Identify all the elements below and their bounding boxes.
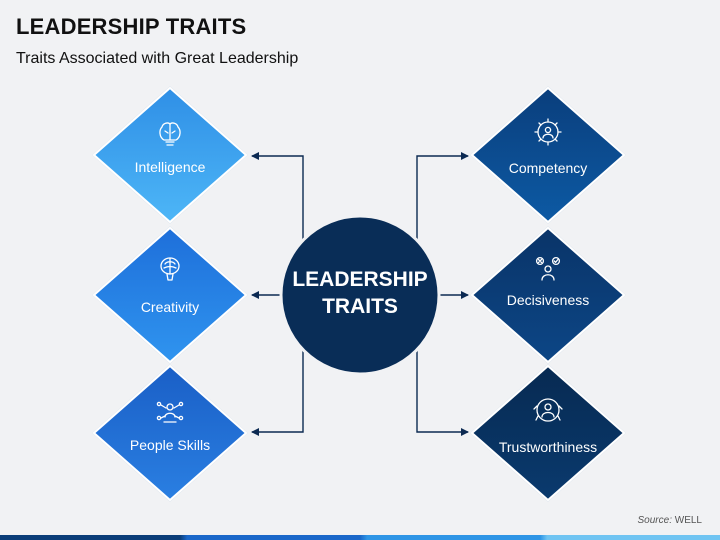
gear-person-icon	[534, 118, 562, 146]
page-subtitle: Traits Associated with Great Leadership	[16, 50, 299, 67]
center-label-line1: LEADERSHIP	[292, 268, 428, 291]
diamond-decisiveness	[470, 226, 626, 364]
center-label: LEADERSHIP TRAITS	[290, 266, 430, 320]
diamond-competency	[470, 86, 626, 224]
label-decisiveness: Decisiveness	[506, 292, 590, 308]
source-note: Source: WELL	[638, 515, 702, 526]
center-label-line2: TRAITS	[322, 295, 398, 318]
people-network-icon	[156, 401, 184, 423]
diamond-people-skills	[92, 364, 248, 502]
diamond-intelligence	[92, 86, 248, 224]
person-choice-icon	[535, 256, 561, 281]
label-intelligence: Intelligence	[134, 159, 206, 175]
diamond-creativity	[92, 226, 248, 364]
connector-intelligence	[251, 152, 304, 240]
connector-people-skills	[251, 350, 304, 436]
source-value: WELL	[674, 515, 702, 526]
connector-competency	[416, 152, 469, 240]
bottom-accent-bar	[0, 535, 720, 540]
diamond-trustworthiness	[470, 364, 626, 502]
page-title: LEADERSHIP TRAITS	[16, 14, 247, 39]
label-people-skills: People Skills	[129, 437, 211, 453]
shield-person-icon	[533, 398, 563, 422]
label-competency: Competency	[508, 160, 588, 176]
brain-bulb-icon	[159, 122, 181, 146]
label-trustworthiness: Trustworthiness	[498, 439, 598, 455]
source-label: Source:	[637, 515, 672, 526]
label-creativity: Creativity	[140, 299, 200, 315]
brain-idea-icon	[160, 257, 180, 281]
center-circle	[279, 214, 441, 376]
connector-trustworthiness	[416, 350, 469, 436]
